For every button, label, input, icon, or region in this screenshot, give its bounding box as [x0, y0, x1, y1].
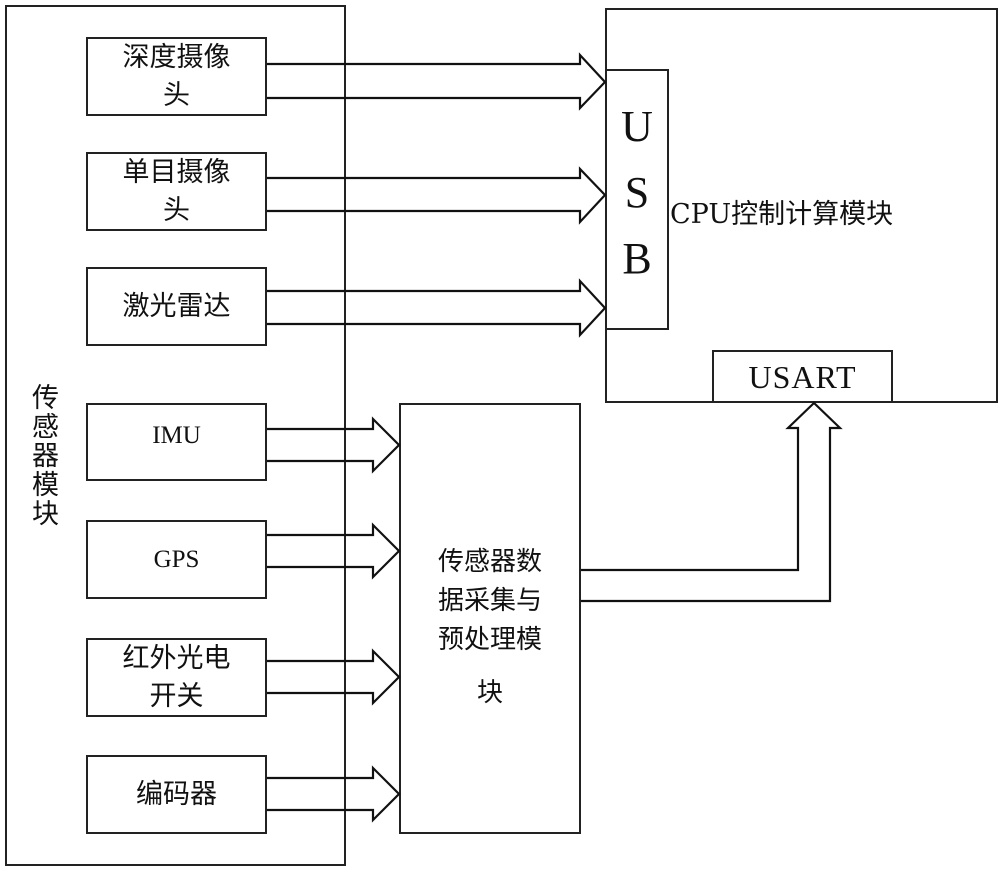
preprocess-module-box[interactable]: 传感器数 据采集与 预处理模 块 — [399, 403, 581, 834]
sensor-label-line: GPS — [153, 545, 200, 573]
sensor-box-imu[interactable]: IMU — [86, 403, 267, 481]
cpu-module-label: CPU控制计算模块 — [670, 199, 894, 230]
usb-letter: U — [621, 102, 653, 151]
arrow-ir-switch-to-preprocess — [267, 648, 401, 706]
sensor-label-line: 头 — [163, 194, 190, 226]
preprocess-label-line: 预处理模 — [437, 625, 542, 655]
preprocess-label-line: 块 — [476, 678, 503, 708]
sensor-box-depth-camera[interactable]: 深度摄像 头 — [86, 37, 267, 116]
sensor-label-line: IMU — [152, 422, 201, 449]
usart-label: USART — [748, 358, 857, 395]
arrow-depth-camera-to-usb — [267, 52, 607, 111]
usb-port-box[interactable]: U S B — [605, 69, 669, 330]
arrow-imu-to-preprocess — [267, 416, 401, 474]
sensor-box-lidar[interactable]: 激光雷达 — [86, 267, 267, 346]
usb-letter: S — [624, 168, 650, 217]
sensor-box-ir-switch[interactable]: 红外光电 开关 — [86, 638, 267, 717]
arrow-mono-camera-to-usb — [267, 166, 607, 225]
sensor-box-gps[interactable]: GPS — [86, 520, 267, 599]
sensor-label-line: 红外光电 — [122, 642, 231, 674]
sensor-label-line: 头 — [163, 79, 190, 111]
sensor-box-encoder[interactable]: 编码器 — [86, 755, 267, 834]
arrow-encoder-to-preprocess — [267, 765, 401, 823]
sensor-label-line: 深度摄像 — [122, 41, 231, 73]
sensor-box-mono-camera[interactable]: 单目摄像 头 — [86, 152, 267, 231]
sensor-label-line: 激光雷达 — [122, 290, 231, 322]
arrow-preprocess-to-usart — [581, 401, 843, 603]
preprocess-label-line: 传感器数 — [437, 547, 542, 577]
usb-letter: B — [622, 234, 652, 283]
arrow-lidar-to-usb — [267, 278, 607, 338]
usart-port-box[interactable]: USART — [712, 350, 893, 403]
sensor-label-line: 编码器 — [136, 778, 217, 810]
sensor-module-box — [5, 5, 346, 866]
sensor-label-line: 单目摄像 — [122, 156, 231, 188]
preprocess-label-line: 据采集与 — [437, 586, 542, 616]
arrow-gps-to-preprocess — [267, 522, 401, 580]
sensor-module-label: 传感器模块 — [27, 382, 58, 528]
sensor-label-line: 开关 — [149, 680, 204, 712]
